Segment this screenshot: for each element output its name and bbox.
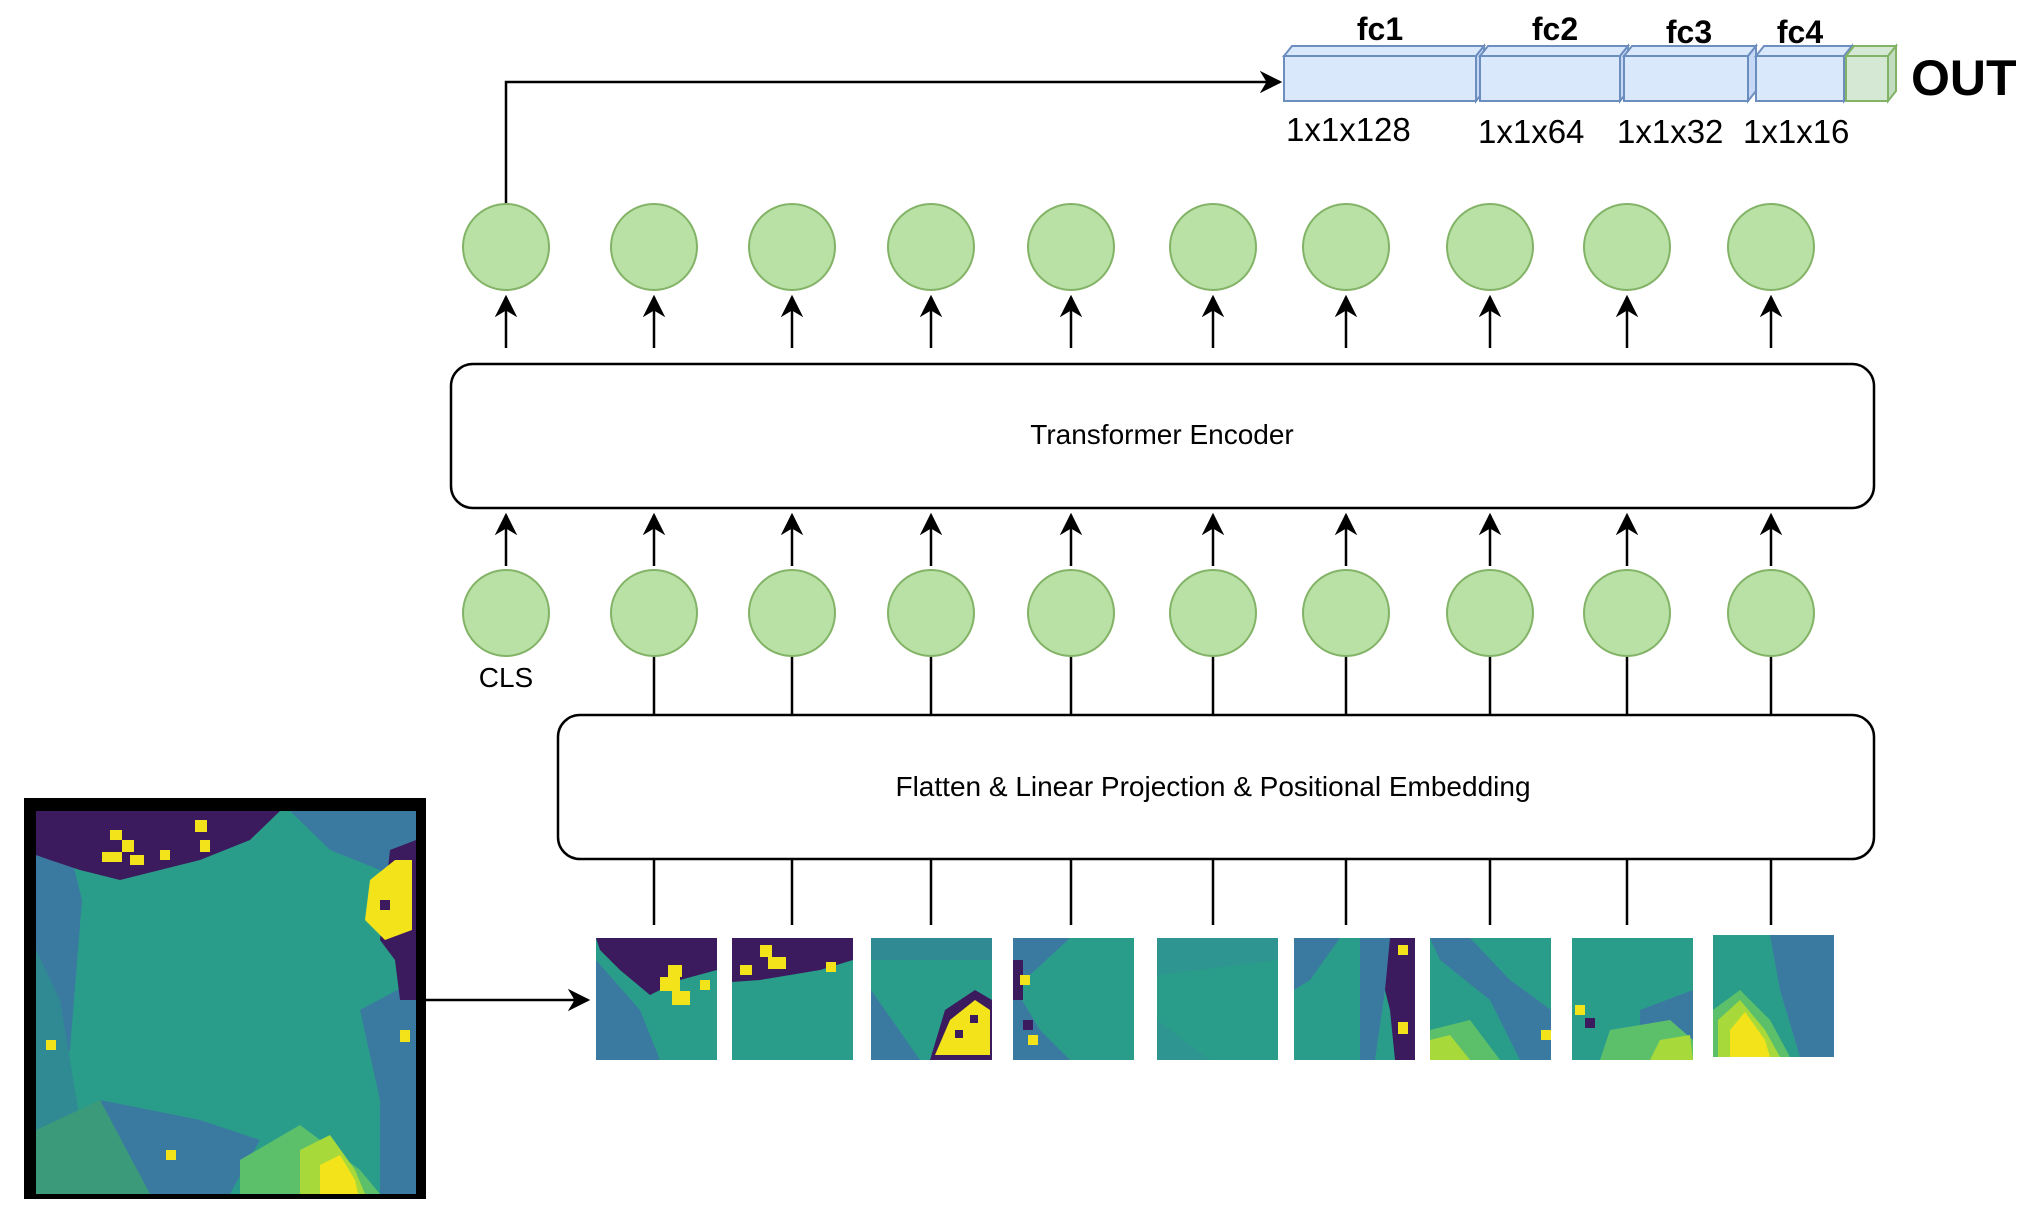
fc2-shape-label: 1x1x64 [1478,113,1584,150]
output-token-1 [610,203,698,291]
arrows-layer [494,294,1783,925]
fc1-block [1281,43,1487,104]
fc-head: fc1 fc2 fc3 fc4 1x1x128 1x1x64 1x1x32 1x… [1281,11,2017,150]
fc4-block [1753,43,1855,104]
fc1-shape-label: 1x1x128 [1286,111,1411,148]
output-token-4 [1027,203,1115,291]
input-token-9 [1727,569,1815,657]
input-token-cls [462,569,550,657]
fc3-shape-label: 1x1x32 [1617,113,1723,150]
patch-4 [1013,938,1134,1060]
fc4-shape-label: 1x1x16 [1743,113,1849,150]
fc3-label: fc3 [1666,14,1712,50]
input-token-4 [1027,569,1115,657]
input-image [24,798,426,1199]
cls-to-fc-arrow [504,70,1283,205]
patch-2 [732,938,853,1060]
fc2-label: fc2 [1532,11,1578,47]
output-token-6 [1302,203,1390,291]
input-token-1 [610,569,698,657]
fc2-block [1477,43,1631,104]
fc1-label: fc1 [1357,11,1403,47]
projection-box: Flatten & Linear Projection & Positional… [556,713,1876,861]
patch-5 [1157,938,1278,1060]
output-token-7 [1446,203,1534,291]
patch-7 [1430,938,1551,1060]
patches [596,935,1834,1060]
patch-3 [871,938,992,1060]
patch-8 [1572,938,1693,1060]
patch-9 [1713,935,1834,1057]
fc4-label: fc4 [1777,14,1823,50]
patch-6 [1294,938,1415,1060]
out-label: OUT [1911,50,2017,106]
fc3-block [1621,43,1759,104]
transformer-encoder-box: Transformer Encoder [449,362,1876,510]
input-token-8 [1583,569,1671,657]
patch-1 [596,938,717,1060]
input-token-2 [748,569,836,657]
input-token-6 [1302,569,1390,657]
input-token-5 [1169,569,1257,657]
output-token-3 [887,203,975,291]
out-block [1843,43,1899,104]
output-token-9 [1727,203,1815,291]
input-token-3 [887,569,975,657]
output-token-8 [1583,203,1671,291]
tokens-layer [462,203,1815,657]
projection-label: Flatten & Linear Projection & Positional… [895,771,1530,802]
output-token-2 [748,203,836,291]
input-token-7 [1446,569,1534,657]
cls-label: CLS [479,662,533,693]
transformer-encoder-label: Transformer Encoder [1030,419,1294,450]
output-token-cls [462,203,550,291]
output-token-5 [1169,203,1257,291]
